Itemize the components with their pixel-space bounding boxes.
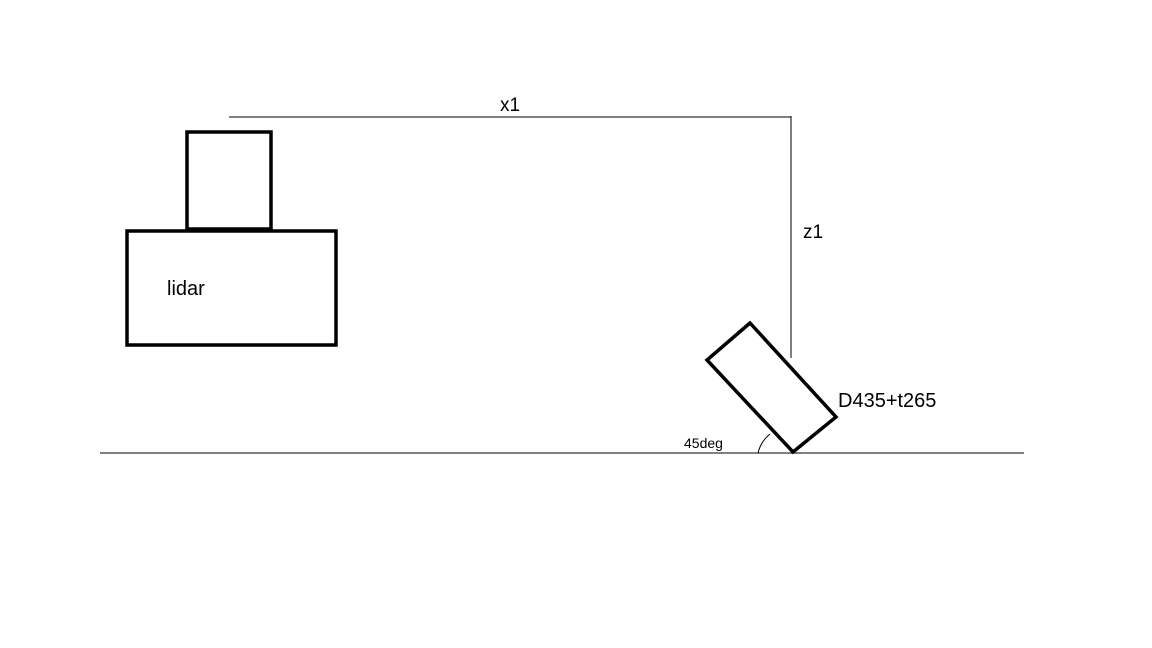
lidar-top-box (185, 130, 273, 231)
lidar-body-box (125, 229, 338, 347)
z1-label: z1 (803, 222, 823, 243)
angle-arc (757, 433, 771, 454)
camera-body (704, 320, 839, 455)
x1-label: x1 (500, 95, 520, 116)
angle-label: 45deg (684, 435, 723, 451)
camera-label: D435+t265 (838, 390, 936, 412)
lidar-label: lidar (167, 278, 205, 300)
